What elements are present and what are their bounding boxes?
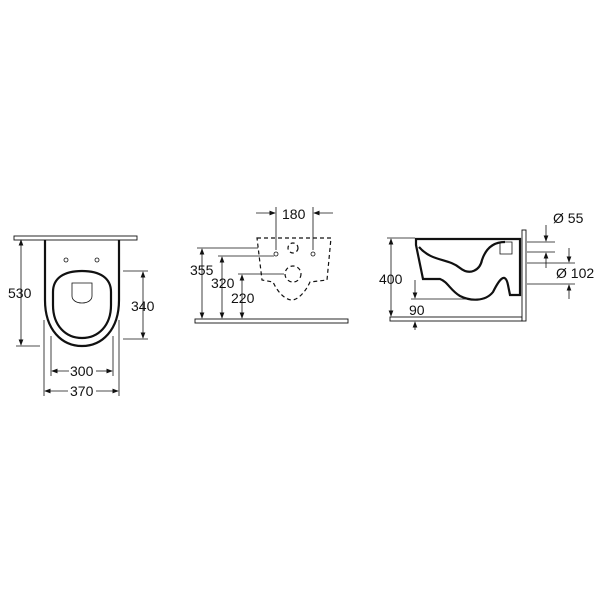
wall-bar	[13, 235, 138, 241]
bowl-profile	[414, 237, 522, 301]
fixing-hole	[273, 251, 279, 257]
dim-fixing-height-label: 320	[211, 275, 235, 291]
dim-outlet-diameter-label: Ø 102	[556, 265, 594, 281]
dim-bowl-depth-label: 90	[409, 302, 425, 318]
fixing-hole	[63, 257, 69, 263]
side-view: 400 90 Ø 55 Ø 102	[379, 210, 594, 330]
bowl-inner	[418, 240, 506, 273]
dim-height-label: 530	[8, 285, 32, 301]
wall-bar	[521, 229, 527, 322]
outlet-hole	[284, 265, 302, 283]
dim-outlet-height-label: 220	[231, 290, 255, 306]
lid-outline	[71, 282, 93, 304]
dim-seat-width-label: 300	[70, 363, 94, 379]
inlet-hole	[287, 242, 299, 254]
fixing-hole	[310, 251, 316, 257]
dim-top-fixing-label: 355	[190, 262, 214, 278]
dim-seat-height-label: 340	[131, 298, 155, 314]
mounting-outline	[256, 237, 332, 301]
seat-outline	[51, 269, 113, 340]
dim-width-label: 370	[70, 383, 94, 399]
dim-height-label: 400	[379, 271, 403, 287]
dim-inlet-diameter-label: Ø 55	[553, 210, 584, 226]
floor-bar	[194, 318, 349, 324]
inlet-connector	[499, 241, 513, 255]
front-view: 530 340 300 370	[8, 235, 155, 399]
fixing-hole	[94, 257, 100, 263]
dim-fixing-spacing-label: 180	[282, 206, 306, 222]
rear-view: 180 355 320 220	[190, 206, 349, 324]
bowl-outline	[43, 240, 121, 348]
